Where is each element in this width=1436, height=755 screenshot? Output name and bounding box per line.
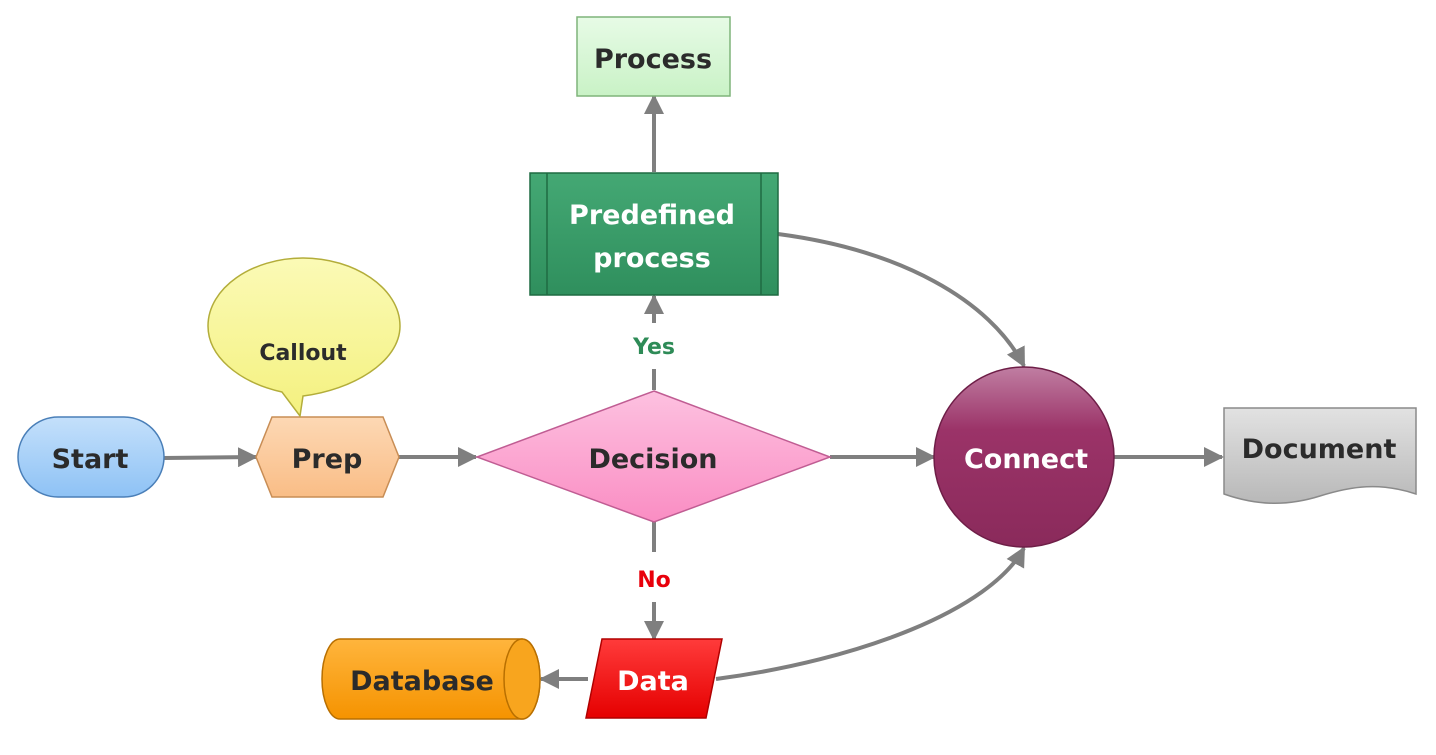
data-node: Data — [585, 638, 723, 719]
decision-label: Decision — [588, 444, 717, 475]
predefined-label-line2: process — [593, 243, 711, 274]
data-label: Data — [617, 666, 689, 697]
connect-node: Connect — [933, 366, 1115, 548]
prep-label: Prep — [292, 444, 363, 475]
connector-data-to-connect — [715, 546, 1026, 681]
document-label: Document — [1242, 434, 1397, 465]
callout-label: Callout — [259, 341, 347, 366]
process-node: Process — [576, 16, 731, 97]
connectors — [163, 94, 1224, 689]
prep-node: Prep — [255, 416, 400, 498]
database-label: Database — [350, 666, 494, 697]
no-label: No — [637, 568, 671, 593]
start-node: Start — [17, 416, 165, 498]
predefined-process-node: Predefined process — [529, 172, 779, 296]
connector-predefined-to-connect — [777, 232, 1026, 368]
predefined-label-line1: Predefined — [569, 200, 735, 231]
connect-label: Connect — [964, 444, 1088, 475]
decision-node: Decision — [474, 390, 833, 523]
callout-node: Callout — [207, 257, 401, 418]
start-label: Start — [52, 444, 129, 475]
document-node: Document — [1223, 407, 1417, 504]
connector-start-to-prep — [163, 447, 258, 468]
yes-label: Yes — [632, 335, 675, 360]
database-node: Database — [321, 638, 541, 720]
process-label: Process — [594, 44, 712, 75]
